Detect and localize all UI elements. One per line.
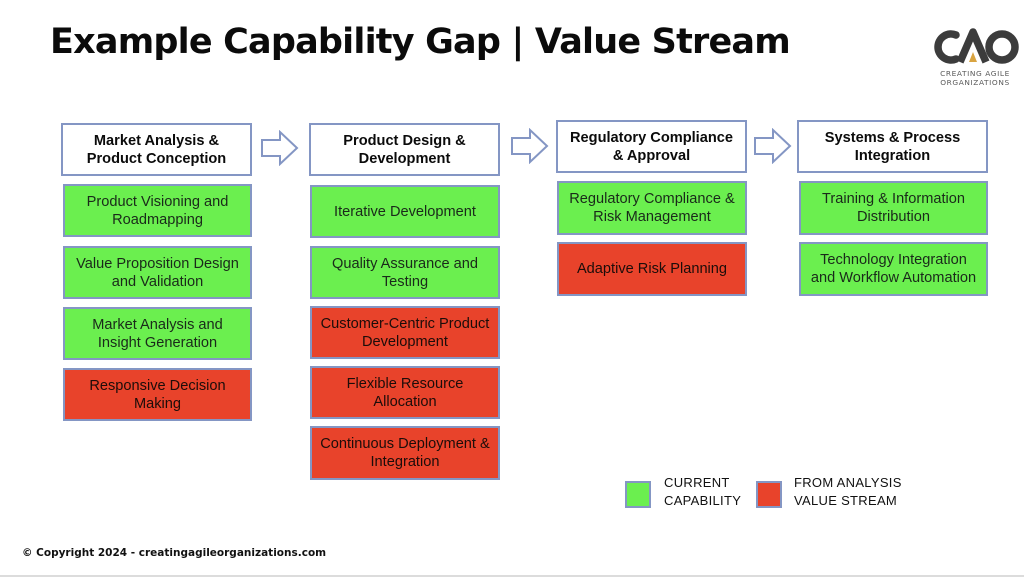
logo-line-1: CREATING AGILE: [940, 69, 1010, 78]
capability-continuous-deployment: Continuous Deployment &Integration: [310, 426, 500, 480]
stage-header-regulatory: Regulatory Compliance& Approval: [556, 120, 747, 173]
stage-header-market-analysis: Market Analysis &Product Conception: [61, 123, 252, 176]
page-title: Example Capability Gap | Value Stream: [50, 22, 791, 62]
flow-arrow-icon: [511, 128, 549, 164]
flow-arrow-icon: [754, 128, 792, 164]
legend-swatch-from-analysis: [756, 481, 782, 508]
capability-iterative-development: Iterative Development: [310, 185, 500, 238]
logo-line-2: ORGANIZATIONS: [940, 78, 1010, 87]
stage-header-product-design: Product Design &Development: [309, 123, 500, 176]
cao-logo: CREATING AGILE ORGANIZATIONS: [930, 26, 1020, 88]
capability-regulatory-risk: Regulatory Compliance &Risk Management: [557, 181, 747, 235]
logo-wordmark: CREATING AGILE ORGANIZATIONS: [930, 69, 1020, 87]
cao-logo-mark-icon: [934, 28, 1019, 64]
legend-swatch-current: [625, 481, 651, 508]
capability-adaptive-risk: Adaptive Risk Planning: [557, 242, 747, 296]
bottom-divider: [0, 575, 1024, 577]
copyright-footer: © Copyright 2024 - creatingagileorganiza…: [22, 547, 327, 559]
flow-arrow-icon: [261, 130, 299, 166]
